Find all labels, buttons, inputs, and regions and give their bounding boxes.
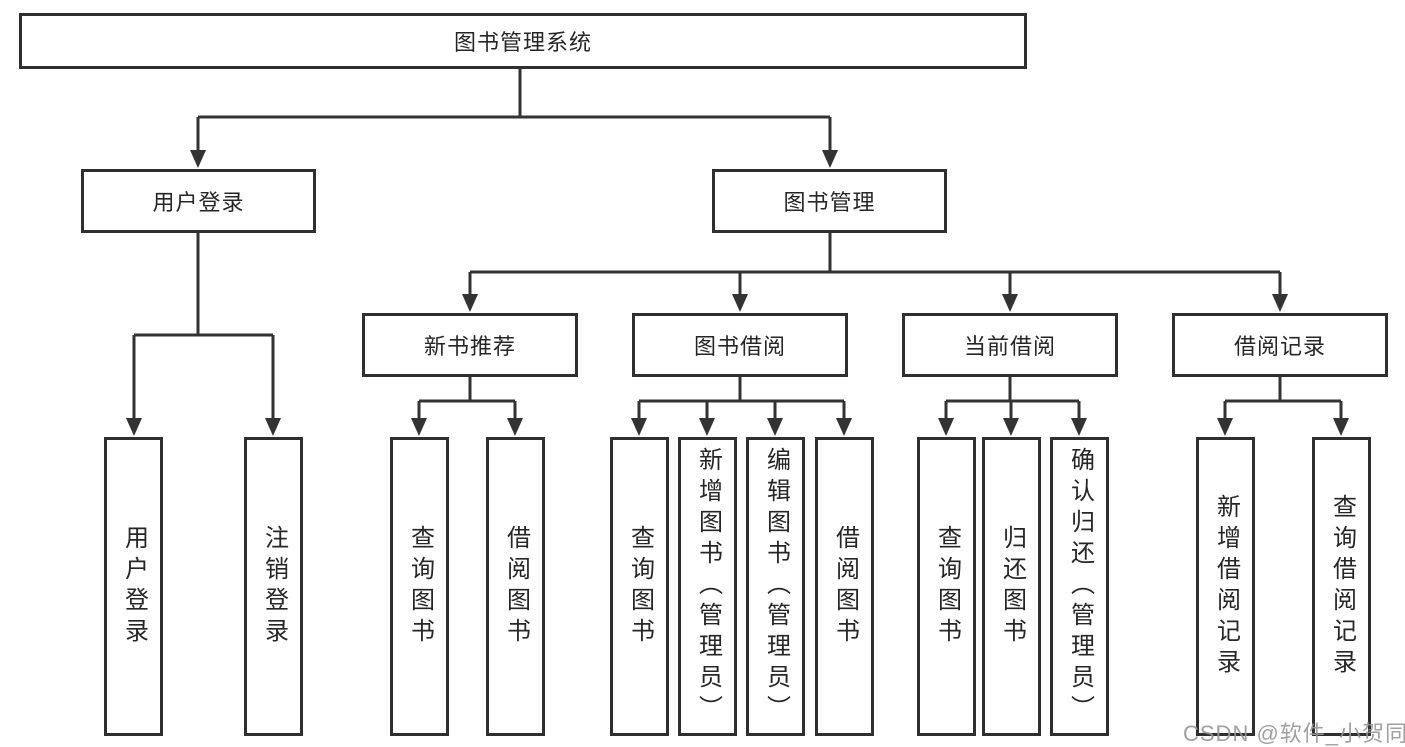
connector-borrow-record-to-leaves — [1217, 377, 1349, 436]
node-leaf-cb-confirm-return: 确认归还（管理员） — [1050, 437, 1109, 736]
node-leaf-bb-borrow-book: 借阅图书 — [815, 437, 874, 736]
arrowhead-borrow-record — [1272, 294, 1288, 312]
csdn-watermark: CSDN @软件_小贺同学 — [1183, 721, 1405, 746]
node-leaf-user-login-label: 用户登录 — [120, 524, 148, 649]
node-leaf-cb-confirm-return-label: 确认归还（管理员） — [1066, 447, 1094, 726]
connector-book-mgmt-line — [468, 233, 1282, 295]
arrowhead-rec-query — [411, 418, 427, 436]
node-leaf-bb-add-book-label: 新增图书（管理员） — [694, 447, 722, 726]
node-root-library-system: 图书管理系统 — [19, 13, 1027, 69]
node-root-label: 图书管理系统 — [453, 30, 592, 55]
connector-user-login-to-leaves — [126, 233, 281, 436]
node-leaf-rec-query-book-label: 查询图书 — [406, 524, 434, 649]
connector-new-book-rec-to-leaves — [411, 377, 523, 436]
node-book-borrow-label: 图书借阅 — [693, 334, 786, 359]
arrowhead-cb-query — [938, 418, 954, 436]
node-book-mgmt-label: 图书管理 — [783, 190, 876, 215]
node-borrow-record: 借阅记录 — [1172, 313, 1388, 377]
node-leaf-user-login: 用户登录 — [104, 437, 163, 736]
node-new-book-rec-label: 新书推荐 — [423, 334, 516, 359]
node-leaf-bb-add-book: 新增图书（管理员） — [678, 437, 737, 736]
arrowhead-br-query — [1333, 418, 1349, 436]
node-user-login: 用户登录 — [81, 169, 316, 233]
connector-root-to-level2 — [190, 68, 838, 168]
arrowhead-cb-return — [1003, 418, 1019, 436]
arrowhead-rec-borrow — [507, 418, 523, 436]
arrowhead-bb-borrow — [836, 418, 852, 436]
node-leaf-br-query-record: 查询借阅记录 — [1312, 437, 1371, 736]
node-borrow-record-label: 借阅记录 — [1233, 334, 1326, 359]
node-leaf-cb-return-book-label: 归还图书 — [998, 524, 1026, 649]
connector-new-book-rec-line — [417, 377, 517, 419]
connector-user-login-line — [132, 233, 275, 419]
node-leaf-bb-query-book-label: 查询图书 — [626, 524, 654, 649]
node-leaf-cb-return-book: 归还图书 — [982, 437, 1041, 736]
node-leaf-rec-borrow-book-label: 借阅图书 — [502, 524, 530, 649]
connector-book-borrow-line — [637, 377, 846, 419]
node-leaf-br-add-record: 新增借阅记录 — [1196, 437, 1255, 736]
arrowhead-new-book-rec — [462, 294, 478, 312]
arrowhead-bb-edit — [767, 418, 783, 436]
node-leaf-logout-label: 注销登录 — [260, 524, 288, 649]
arrowhead-user-login — [190, 150, 206, 168]
arrowhead-current-borrow — [1002, 294, 1018, 312]
node-leaf-bb-edit-book-label: 编辑图书（管理员） — [762, 447, 790, 726]
arrowhead-leaf-login — [126, 418, 142, 436]
node-leaf-bb-query-book: 查询图书 — [610, 437, 669, 736]
node-leaf-rec-query-book: 查询图书 — [390, 437, 449, 736]
arrowhead-book-mgmt — [822, 150, 838, 168]
arrowhead-cb-confirm — [1071, 418, 1087, 436]
node-leaf-br-query-record-label: 查询借阅记录 — [1328, 493, 1356, 680]
node-user-login-label: 用户登录 — [152, 190, 245, 215]
node-leaf-logout: 注销登录 — [244, 437, 303, 736]
node-leaf-bb-edit-book: 编辑图书（管理员） — [746, 437, 805, 736]
node-leaf-bb-borrow-book-label: 借阅图书 — [831, 524, 859, 649]
arrowhead-br-add — [1217, 418, 1233, 436]
connector-book-mgmt-to-level3 — [462, 233, 1288, 312]
connector-borrow-record-line — [1223, 377, 1343, 419]
arrowhead-book-borrow — [732, 294, 748, 312]
node-book-borrow: 图书借阅 — [632, 313, 848, 377]
node-leaf-cb-query-book: 查询图书 — [917, 437, 976, 736]
node-new-book-rec: 新书推荐 — [362, 313, 578, 377]
arrowhead-bb-add — [699, 418, 715, 436]
connector-current-borrow-line — [944, 377, 1081, 419]
connector-current-borrow-to-leaves — [938, 377, 1087, 436]
node-current-borrow-label: 当前借阅 — [963, 334, 1056, 359]
arrowhead-leaf-logout — [265, 418, 281, 436]
connector-book-borrow-to-leaves — [631, 377, 852, 436]
node-leaf-br-add-record-label: 新增借阅记录 — [1212, 493, 1240, 680]
node-leaf-cb-query-book-label: 查询图书 — [933, 524, 961, 649]
connector-root-line — [196, 68, 832, 151]
arrowhead-bb-query — [631, 418, 647, 436]
node-book-mgmt: 图书管理 — [712, 169, 947, 233]
node-current-borrow: 当前借阅 — [902, 313, 1118, 377]
node-leaf-rec-borrow-book: 借阅图书 — [486, 437, 545, 736]
